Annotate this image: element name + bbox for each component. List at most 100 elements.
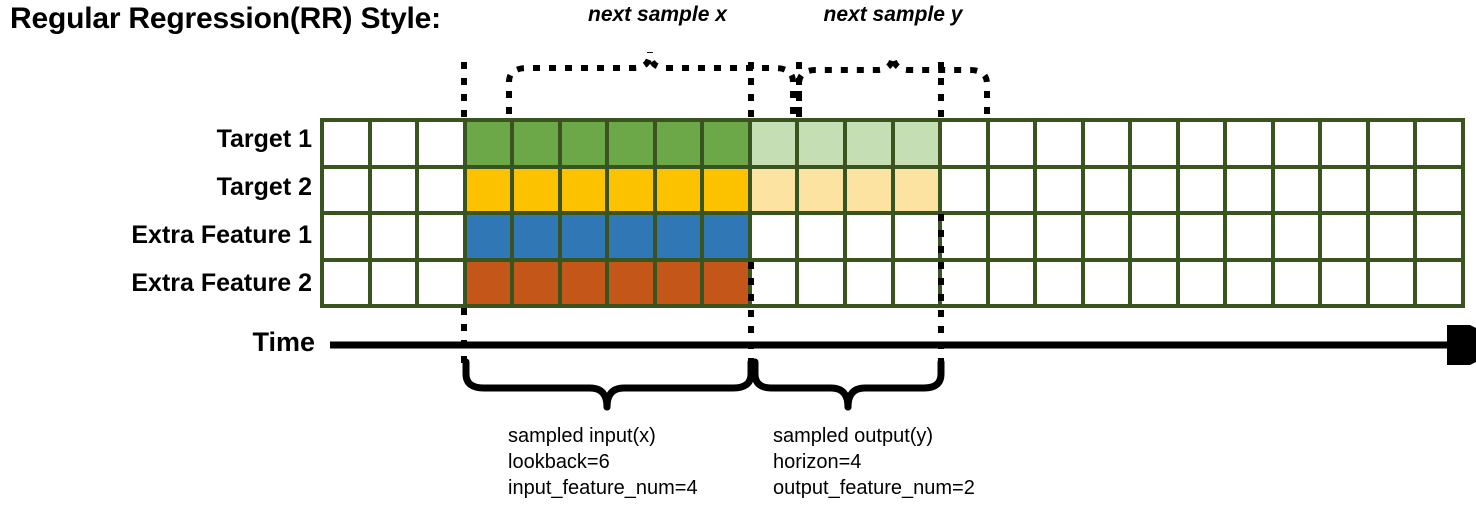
grid-cell-r2-c5: [561, 215, 606, 258]
grid-cell-r3-c10: [799, 261, 843, 304]
grid-cell-r3-c17: [1132, 261, 1176, 304]
top-annotation-next-sample-x: next sample x: [588, 3, 727, 26]
grid-cell-r0-c4: [514, 122, 558, 165]
grid-cell-r1-c7: [656, 168, 701, 211]
grid-cell-r0-c20: [1274, 122, 1319, 165]
grid-cell-r2-c13: [942, 215, 986, 258]
grid-cell-r0-c0: [324, 122, 368, 165]
grid-cell-r1-c9: [751, 168, 796, 211]
grid-cell-r3-c2: [419, 261, 463, 304]
grid-cell-r0-c2: [419, 122, 463, 165]
grid-cell-r2-c6: [609, 215, 653, 258]
grid-cell-r1-c22: [1369, 168, 1414, 211]
grid-cell-r0-c15: [1037, 122, 1081, 165]
grid-cell-r2-c1: [371, 215, 416, 258]
grid-cell-r0-c14: [989, 122, 1034, 165]
time-axis-label: Time: [252, 327, 315, 357]
grid-cell-r2-c4: [514, 215, 558, 258]
grid-cell-r3-c11: [846, 261, 891, 304]
grid-cell-r3-c22: [1369, 261, 1414, 304]
grid-cell-r2-c22: [1369, 215, 1414, 258]
grid-cell-r0-c7: [656, 122, 701, 165]
grid-cell-r3-c5: [561, 261, 606, 304]
grid-cell-r0-c6: [609, 122, 653, 165]
annotation-line: sampled output(y): [773, 425, 934, 447]
grid-cell-r3-c12: [894, 261, 939, 304]
top-annotation-next-sample-y: next sample y: [823, 3, 963, 26]
grid-cell-r3-c8: [704, 261, 748, 304]
grid-cell-r1-c8: [704, 168, 748, 211]
grid-cell-r1-c5: [561, 168, 606, 211]
grid-cell-r0-c9: [751, 122, 796, 165]
grid-cell-r3-c0: [324, 261, 368, 304]
grid-cell-r1-c21: [1322, 168, 1366, 211]
grid-cell-r0-c19: [1227, 122, 1271, 165]
grid-cell-r3-c19: [1227, 261, 1271, 304]
grid-cell-r3-c18: [1179, 261, 1224, 304]
grid-cell-r3-c16: [1084, 261, 1129, 304]
grid-cell-r1-c14: [989, 168, 1034, 211]
grid-cell-r2-c11: [846, 215, 891, 258]
grid-cell-r2-c2: [419, 215, 463, 258]
grid-cell-r0-c21: [1322, 122, 1366, 165]
grid-cell-r0-c16: [1084, 122, 1129, 165]
grid-cell-r2-c8: [704, 215, 748, 258]
brace-bottom-sampled-output: [751, 358, 945, 411]
row-label-extra-feature-1: Extra Feature 1: [131, 221, 312, 249]
grid-cell-r3-c4: [514, 261, 558, 304]
grid-cell-r1-c15: [1037, 168, 1081, 211]
grid-cell-r3-c3: [466, 261, 511, 304]
grid-cell-r3-c14: [989, 261, 1034, 304]
row-label-target-1: Target 1: [216, 125, 312, 153]
grid-cell-r1-c16: [1084, 168, 1129, 211]
bottom-annotation-sampled-output: sampled output(y) horizon=4 output_featu…: [773, 423, 975, 501]
grid-cell-r2-c15: [1037, 215, 1081, 258]
grid-cell-r0-c11: [846, 122, 891, 165]
grid-cell-r1-c4: [514, 168, 558, 211]
brace-bottom-sampled-input: [462, 358, 755, 411]
grid-cell-r0-c22: [1369, 122, 1414, 165]
grid-cell-r0-c10: [799, 122, 843, 165]
grid-cell-r3-c7: [656, 261, 701, 304]
annotation-line: lookback=6: [508, 451, 610, 473]
row-label-target-2: Target 2: [216, 173, 312, 201]
annotation-line: horizon=4: [773, 451, 862, 473]
grid-cell-r1-c1: [371, 168, 416, 211]
grid-cell-r2-c19: [1227, 215, 1271, 258]
grid-cell-r1-c19: [1227, 168, 1271, 211]
annotation-line: output_feature_num=2: [773, 477, 975, 499]
grid-cell-r0-c8: [704, 122, 748, 165]
grid-cell-r3-c23: [1417, 261, 1461, 304]
grid-cell-r2-c17: [1132, 215, 1176, 258]
grid-cell-r2-c14: [989, 215, 1034, 258]
grid-cell-r2-c21: [1322, 215, 1366, 258]
grid-cell-r1-c2: [419, 168, 463, 211]
time-axis-arrow: [330, 325, 1476, 365]
grid-cell-r2-c12: [894, 215, 939, 258]
grid-cell-r1-c23: [1417, 168, 1461, 211]
grid-cell-r0-c17: [1132, 122, 1176, 165]
grid-cell-r2-c0: [324, 215, 368, 258]
grid-cell-r1-c0: [324, 168, 368, 211]
grid-cell-r1-c20: [1274, 168, 1319, 211]
grid-cell-r2-c3: [466, 215, 511, 258]
grid-cell-r2-c20: [1274, 215, 1319, 258]
grid-cell-r2-c18: [1179, 215, 1224, 258]
row-label-extra-feature-2: Extra Feature 2: [131, 269, 312, 297]
grid-cell-r0-c12: [894, 122, 939, 165]
grid-cell-r1-c6: [609, 168, 653, 211]
grid-cell-r0-c13: [942, 122, 986, 165]
grid-cell-r2-c7: [656, 215, 701, 258]
grid-cell-r3-c21: [1322, 261, 1366, 304]
grid-cell-r0-c1: [371, 122, 416, 165]
annotation-line: sampled input(x): [508, 425, 656, 447]
grid-cell-r0-c5: [561, 122, 606, 165]
grid-cell-r1-c11: [846, 168, 891, 211]
grid-cell-r2-c23: [1417, 215, 1461, 258]
grid-cell-r1-c12: [894, 168, 939, 211]
grid-cell-r3-c6: [609, 261, 653, 304]
bottom-annotation-sampled-input: sampled input(x) lookback=6 input_featur…: [508, 423, 698, 501]
timeseries-grid: [320, 118, 1465, 308]
brace-top-next-sample-y: [796, 53, 990, 114]
